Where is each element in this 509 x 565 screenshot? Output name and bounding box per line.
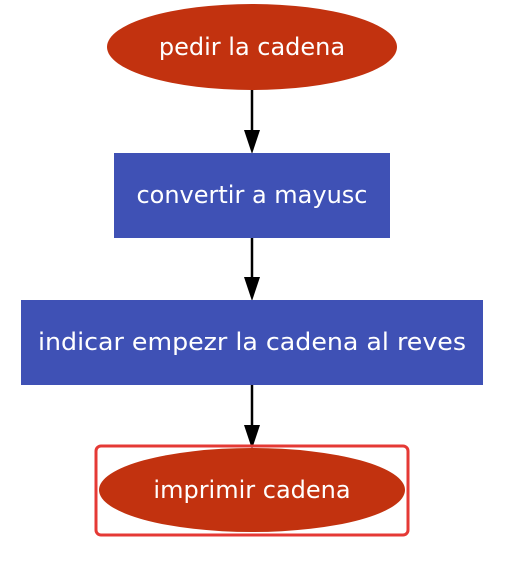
- process-box[interactable]: [21, 300, 483, 385]
- process-box[interactable]: [114, 153, 390, 238]
- arrowhead-convert-to-reverse: [244, 277, 260, 301]
- selection-outline: [94, 444, 410, 537]
- arrowhead-reverse-to-print: [244, 425, 260, 449]
- node-convertir-a-mayusc[interactable]: convertir a mayusc: [114, 153, 390, 238]
- terminal-ellipse[interactable]: [99, 448, 405, 532]
- terminal-ellipse[interactable]: [107, 4, 397, 90]
- node-label: convertir a mayusc: [136, 181, 367, 209]
- node-label: imprimir cadena: [153, 476, 350, 504]
- node-pedir-la-cadena[interactable]: pedir la cadena: [107, 4, 397, 90]
- flow-arrows: [244, 90, 260, 449]
- node-imprimir-cadena[interactable]: imprimir cadena: [94, 444, 410, 537]
- node-label: indicar empezr la cadena al reves: [38, 328, 466, 356]
- node-label: pedir la cadena: [159, 33, 345, 61]
- arrowhead-start-to-convert: [244, 130, 260, 154]
- node-indicar-empezr[interactable]: indicar empezr la cadena al reves: [21, 300, 483, 385]
